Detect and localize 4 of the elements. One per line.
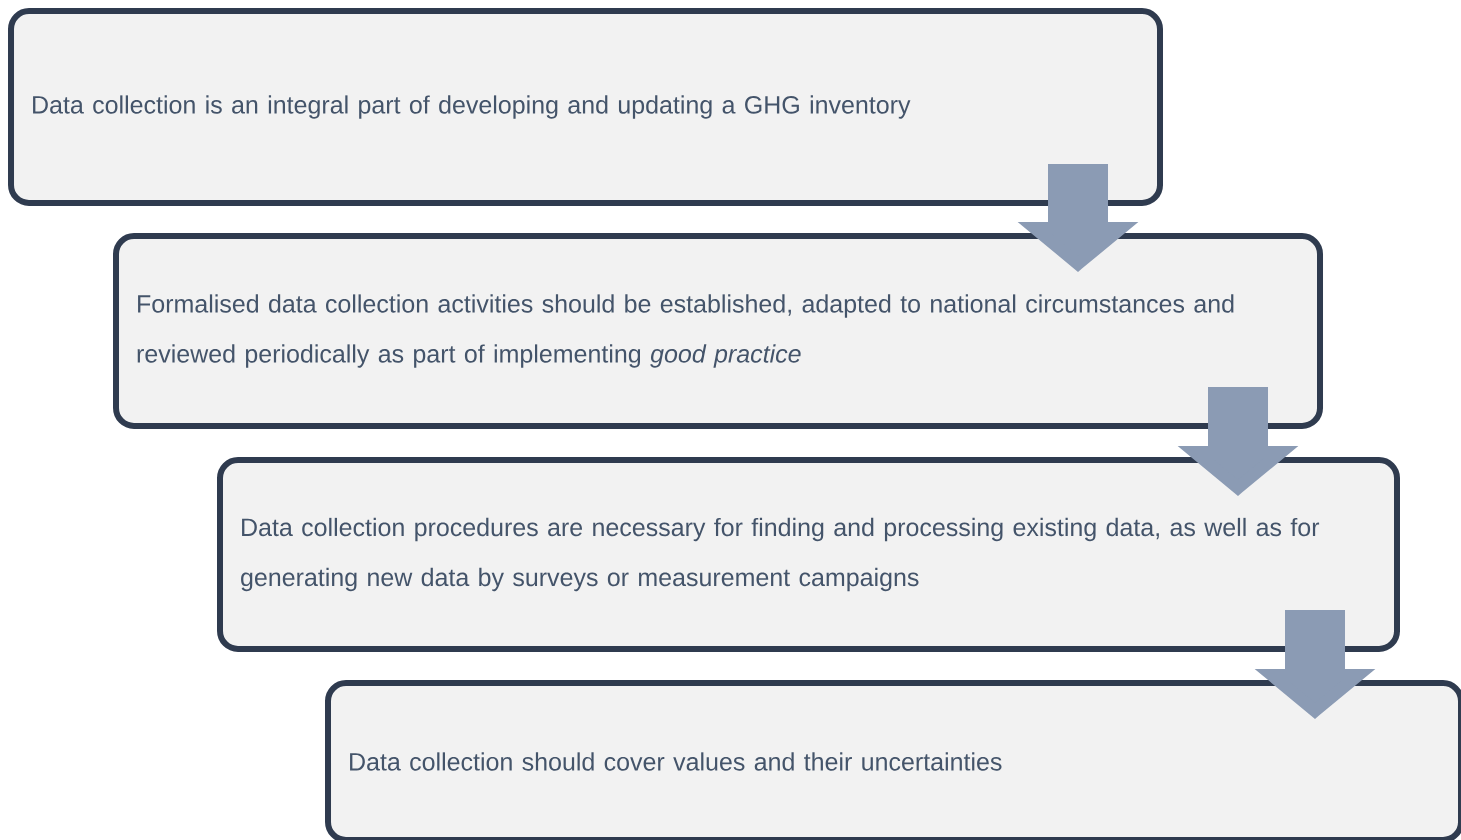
text-box: Data collection should cover values and their uncertainties xyxy=(325,680,1461,840)
text-box: Data collection is an integral part of developing and updating a GHG inventory xyxy=(8,8,1163,206)
text-box: Data collection procedures are necessary for finding and processing existing data, as well as for generating new data by surveys or measurement campaigns xyxy=(217,457,1400,652)
text-box: Formalised data collection activities should be established, adapted to national circumstances and reviewed periodically as part of implementing good practice xyxy=(113,233,1323,429)
